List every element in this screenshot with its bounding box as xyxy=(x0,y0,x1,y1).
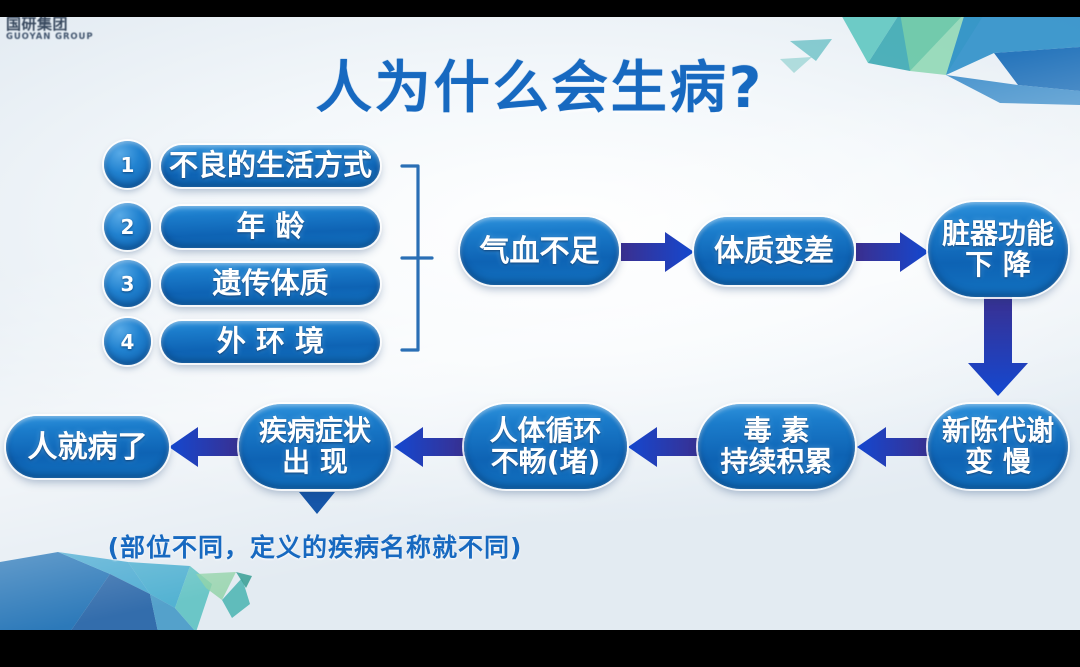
arrow-right-2 xyxy=(856,232,929,272)
slide-caption: (部位不同，定义的疾病名称就不同) xyxy=(107,533,523,562)
flow-bottom-pill-1[interactable]: 新陈代谢 变 慢 xyxy=(928,404,1068,489)
cause-number-4: 4 xyxy=(104,318,151,365)
arrow-left-2 xyxy=(628,427,702,467)
cause-pill-1[interactable]: 不良的生活方式 xyxy=(161,145,380,187)
company-logo: 国研集团 GUOYAN GROUP xyxy=(6,17,93,43)
slide-title: 人为什么会生病? xyxy=(315,56,765,121)
arrow-down-1 xyxy=(968,293,1028,396)
cause-pill-2[interactable]: 年 龄 xyxy=(161,206,380,248)
slide-canvas: 国研集团 GUOYAN GROUP 人为什么会生病? 1 2 3 4 不良的生活… xyxy=(0,17,1080,630)
arrow-left-1 xyxy=(857,427,931,467)
logo-chinese-text: 国研集团 xyxy=(6,17,69,33)
arrow-left-3 xyxy=(394,427,468,467)
flow-top-pill-2[interactable]: 体质变差 xyxy=(694,217,854,285)
flow-bottom-pill-2[interactable]: 毒 素 持续积累 xyxy=(698,404,855,489)
cause-number-1: 1 xyxy=(104,141,151,188)
flow-bottom-pill-4-label: 疾病症状 出 现 xyxy=(258,413,371,478)
grouping-bracket xyxy=(400,164,434,352)
flow-bottom-pill-3-label: 人体循环 不畅(堵) xyxy=(489,413,602,478)
flow-bottom-pill-5[interactable]: 人就病了 xyxy=(6,416,169,478)
cause-pill-3[interactable]: 遗传体质 xyxy=(161,263,380,305)
flow-bottom-pill-2-label: 毒 素 持续积累 xyxy=(720,413,833,478)
flow-bottom-pill-3[interactable]: 人体循环 不畅(堵) xyxy=(464,404,627,489)
arrow-down-small-icon xyxy=(299,492,335,514)
letterbox-bar-bottom xyxy=(0,630,1080,667)
cause-pill-4[interactable]: 外 环 境 xyxy=(161,321,380,363)
letterbox-bar-top xyxy=(0,0,1080,17)
flow-top-pill-1[interactable]: 气血不足 xyxy=(460,217,619,285)
arrow-left-4 xyxy=(169,427,243,467)
cause-number-2: 2 xyxy=(104,203,151,250)
flow-top-pill-3-label: 脏器功能 下 降 xyxy=(941,216,1054,281)
flow-bottom-pill-1-label: 新陈代谢 变 慢 xyxy=(941,413,1054,478)
logo-english-text: GUOYAN GROUP xyxy=(6,32,94,42)
cause-number-3: 3 xyxy=(104,260,151,307)
flow-bottom-pill-4[interactable]: 疾病症状 出 现 xyxy=(239,404,391,489)
arrow-right-1 xyxy=(621,232,694,272)
flow-top-pill-3[interactable]: 脏器功能 下 降 xyxy=(928,202,1068,297)
